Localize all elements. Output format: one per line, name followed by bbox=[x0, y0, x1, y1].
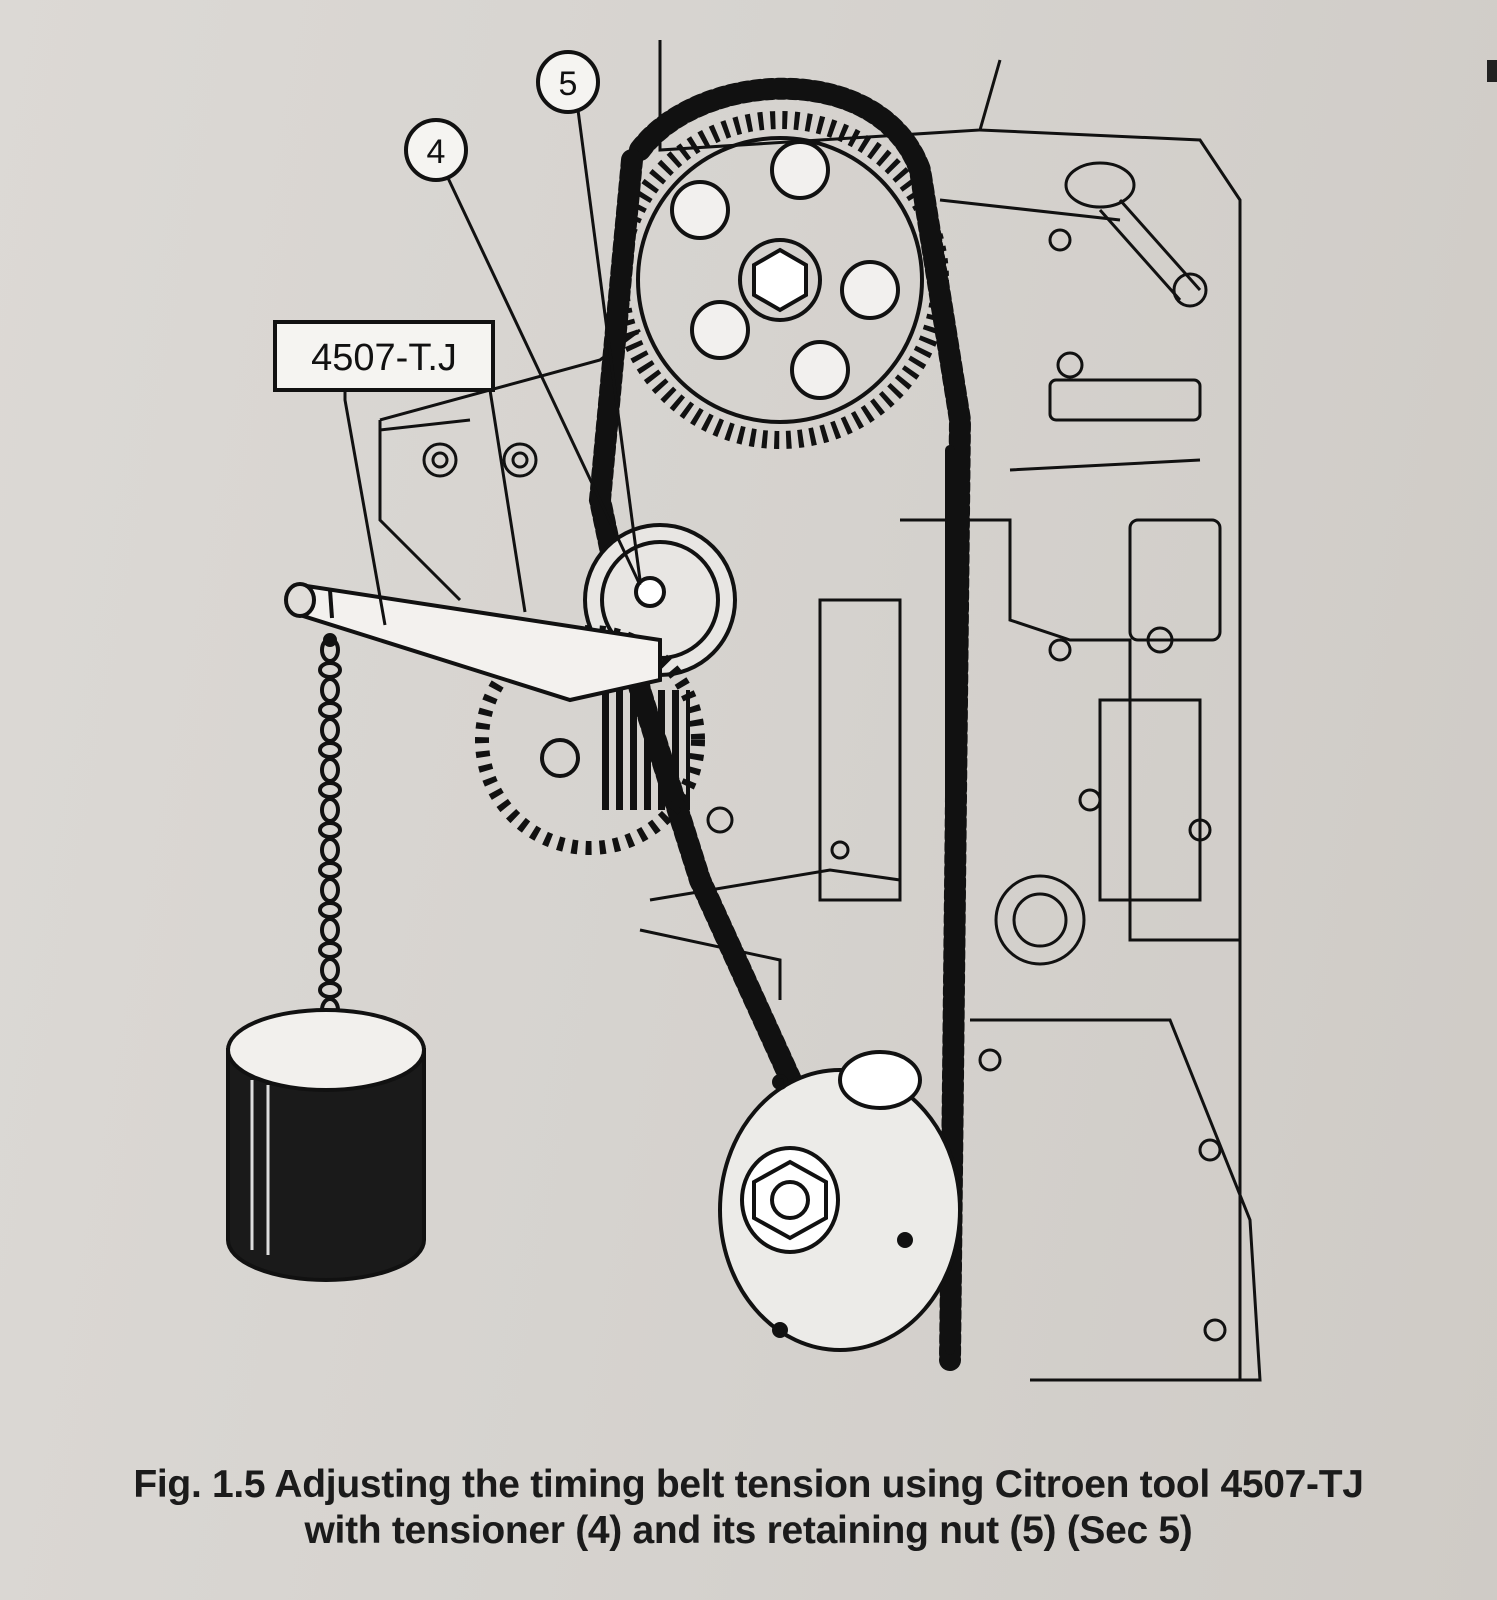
weight bbox=[226, 1008, 426, 1282]
adjusting-tool bbox=[284, 582, 662, 703]
callout-4-number: 4 bbox=[427, 133, 446, 171]
tool-label-box: 4507-T.J bbox=[273, 320, 527, 626]
crankshaft-pulley bbox=[718, 1050, 962, 1352]
callout-5: 5 bbox=[536, 50, 642, 581]
camshaft-sprocket bbox=[611, 111, 949, 449]
callout-5-number: 5 bbox=[559, 65, 578, 103]
tool-label: 4507-T.J bbox=[311, 337, 457, 379]
caption-line-2: with tensioner (4) and its retaining nut… bbox=[304, 1509, 1193, 1552]
callout-4: 4 bbox=[404, 118, 642, 586]
figure-caption: Fig. 1.5 Adjusting the timing belt tensi… bbox=[30, 1462, 1467, 1554]
engine-block bbox=[378, 40, 1262, 1382]
page-edge-mark bbox=[1487, 60, 1497, 82]
weight-chain bbox=[318, 637, 342, 1023]
caption-line-1: Fig. 1.5 Adjusting the timing belt tensi… bbox=[133, 1463, 1364, 1506]
